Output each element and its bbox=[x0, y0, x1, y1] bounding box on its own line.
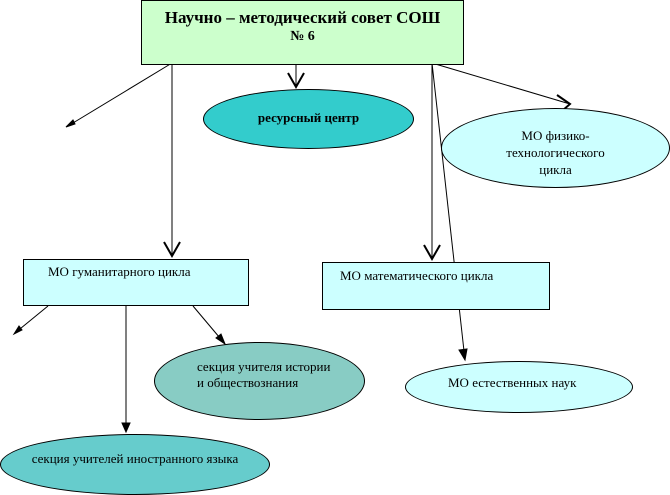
arrowhead-title-math bbox=[423, 244, 441, 262]
arrowhead-humanities-foreign bbox=[121, 422, 131, 434]
physics-tech-label: МО физико-технологического цикла bbox=[506, 128, 605, 177]
connector-title-left bbox=[67, 62, 173, 127]
arrowhead-title-left bbox=[65, 119, 76, 128]
physics-tech-node: МО физико-технологического цикла bbox=[441, 108, 670, 188]
foreign-language-label: секция учителей иностранного языка bbox=[31, 451, 239, 466]
humanities-label: МО гуманитарного цикла bbox=[48, 264, 191, 279]
resource-center-label: ресурсный центр bbox=[257, 110, 360, 125]
natural-sciences-label: МО естественных наук bbox=[448, 375, 577, 390]
math-node: МО математического цикла bbox=[322, 262, 550, 310]
council-number: № 6 bbox=[290, 29, 315, 44]
arrowhead-humanities-history bbox=[215, 333, 227, 346]
math-label: МО математического цикла bbox=[340, 268, 494, 283]
arrowhead-title-natural bbox=[458, 348, 468, 362]
resource-center-node: ресурсный центр bbox=[203, 89, 414, 149]
history-section-node: секция учителя истории и обществознания bbox=[154, 342, 365, 420]
history-section-label: секция учителя истории и обществознания bbox=[197, 359, 331, 390]
connector-title-physics bbox=[431, 62, 571, 105]
arrowhead-humanities-left bbox=[12, 325, 23, 336]
natural-sciences-node: МО естественных наук bbox=[405, 361, 633, 413]
arrowhead-title-humanities bbox=[163, 241, 181, 259]
methodical-council-box: Научно – методический совет СОШ № 6 bbox=[141, 0, 464, 65]
humanities-node: МО гуманитарного цикла bbox=[23, 259, 249, 306]
arrowhead-title-resource bbox=[287, 72, 305, 90]
connector-title-natural bbox=[431, 62, 466, 361]
foreign-language-node: секция учителей иностранного языка bbox=[0, 434, 270, 495]
council-title: Научно – методический совет СОШ bbox=[164, 8, 441, 27]
